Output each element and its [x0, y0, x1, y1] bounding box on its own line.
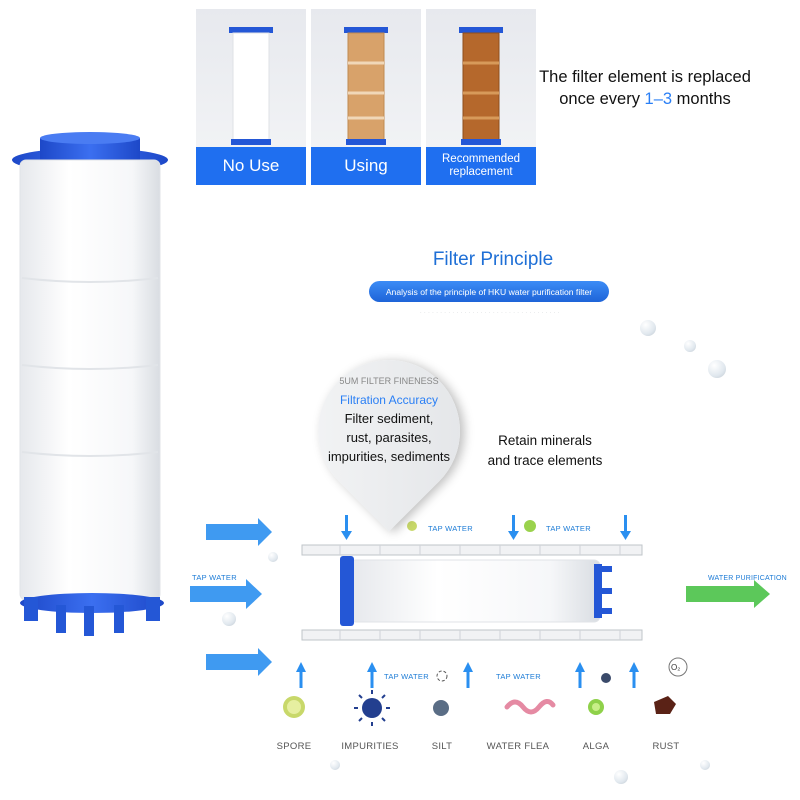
replacement-range: 1–3 — [644, 90, 673, 108]
pipe-cross-section — [301, 544, 643, 641]
water-droplet — [268, 552, 278, 562]
replacement-note-prefix: The filter element is replaced once ever… — [539, 68, 751, 108]
impurity-name: IMPURITIES — [341, 741, 399, 752]
state-card-recommended-replacement: Recommended replacement — [426, 9, 536, 185]
principle-subtitle: Analysis of the principle of HKU water p… — [369, 281, 609, 302]
tap-water-label: TAP WATER — [384, 672, 429, 681]
filter-thumbnail-icon — [344, 27, 388, 145]
impurity-name: WATER FLEA — [486, 741, 550, 752]
virus-icon — [354, 690, 390, 726]
filter-target-line: Filter sediment, — [344, 411, 434, 426]
state-label: Using — [311, 147, 421, 185]
filter-fineness: 5UM FILTER FINENESS — [339, 376, 439, 386]
state-card-using: Using — [311, 9, 421, 185]
filtration-accuracy: Filtration Accuracy — [339, 393, 439, 407]
filter-body — [19, 159, 161, 601]
replacement-note-suffix: months — [672, 90, 731, 108]
impurity-name: ALGA — [582, 741, 610, 752]
water-droplet — [684, 340, 696, 352]
filter-thumbnail-icon — [229, 27, 273, 145]
svg-text:O₂: O₂ — [671, 663, 680, 672]
water-droplet — [640, 320, 656, 336]
impurity-name: SPORE — [276, 741, 312, 752]
water-droplet — [708, 360, 726, 378]
oxygen-icon — [668, 657, 688, 677]
filter-target-line: rust, parasites, — [346, 430, 432, 445]
filter-targets: Filter sediment, rust, parasites, impuri… — [318, 409, 460, 466]
tap-water-label: TAP WATER — [546, 524, 591, 533]
tap-water-label: TAP WATER — [496, 672, 541, 681]
replacement-note: The filter element is replaced once ever… — [520, 66, 770, 110]
tap-water-label: TAP WATER — [192, 573, 237, 582]
water-droplet — [222, 612, 236, 626]
impurity-icons: O₂ — [283, 520, 688, 726]
retain-line: and trace elements — [487, 453, 603, 468]
state-label: Recommended replacement — [426, 147, 536, 185]
impurity-name: RUST — [652, 741, 680, 752]
principle-title: Filter Principle — [432, 249, 554, 270]
retain-minerals-note: Retain minerals and trace elements — [470, 431, 620, 471]
water-droplet — [614, 770, 628, 784]
spore-small-icon — [407, 521, 417, 531]
tap-water-label: TAP WATER — [428, 524, 473, 533]
up-arrows — [296, 662, 639, 688]
silt-icon — [433, 700, 449, 716]
down-arrows — [341, 515, 631, 540]
outflow-arrow — [686, 580, 770, 608]
filter-target-line: impurities, sediments — [327, 449, 451, 464]
water-droplet — [700, 760, 710, 770]
filter-thumbnail-icon — [459, 27, 503, 145]
water-purification-label: WATER PURIFICATION — [708, 575, 787, 582]
rust-icon — [654, 696, 676, 714]
water-droplet — [330, 760, 340, 770]
water-flea-icon — [504, 699, 556, 715]
bubble-content: 5UM FILTER FINENESS Filtration Accuracy … — [318, 372, 460, 466]
alga-small-icon — [524, 520, 536, 532]
inflow-arrows — [190, 518, 272, 676]
state-label: No Use — [196, 147, 306, 185]
retain-line: Retain minerals — [498, 433, 592, 448]
state-card-no-use: No Use — [196, 9, 306, 185]
faint-decorative-text: · · · · · · · · · · · · · · · · · · · · … — [419, 310, 560, 316]
impurity-name: SILT — [431, 741, 453, 752]
cross-section-filter — [340, 556, 612, 626]
